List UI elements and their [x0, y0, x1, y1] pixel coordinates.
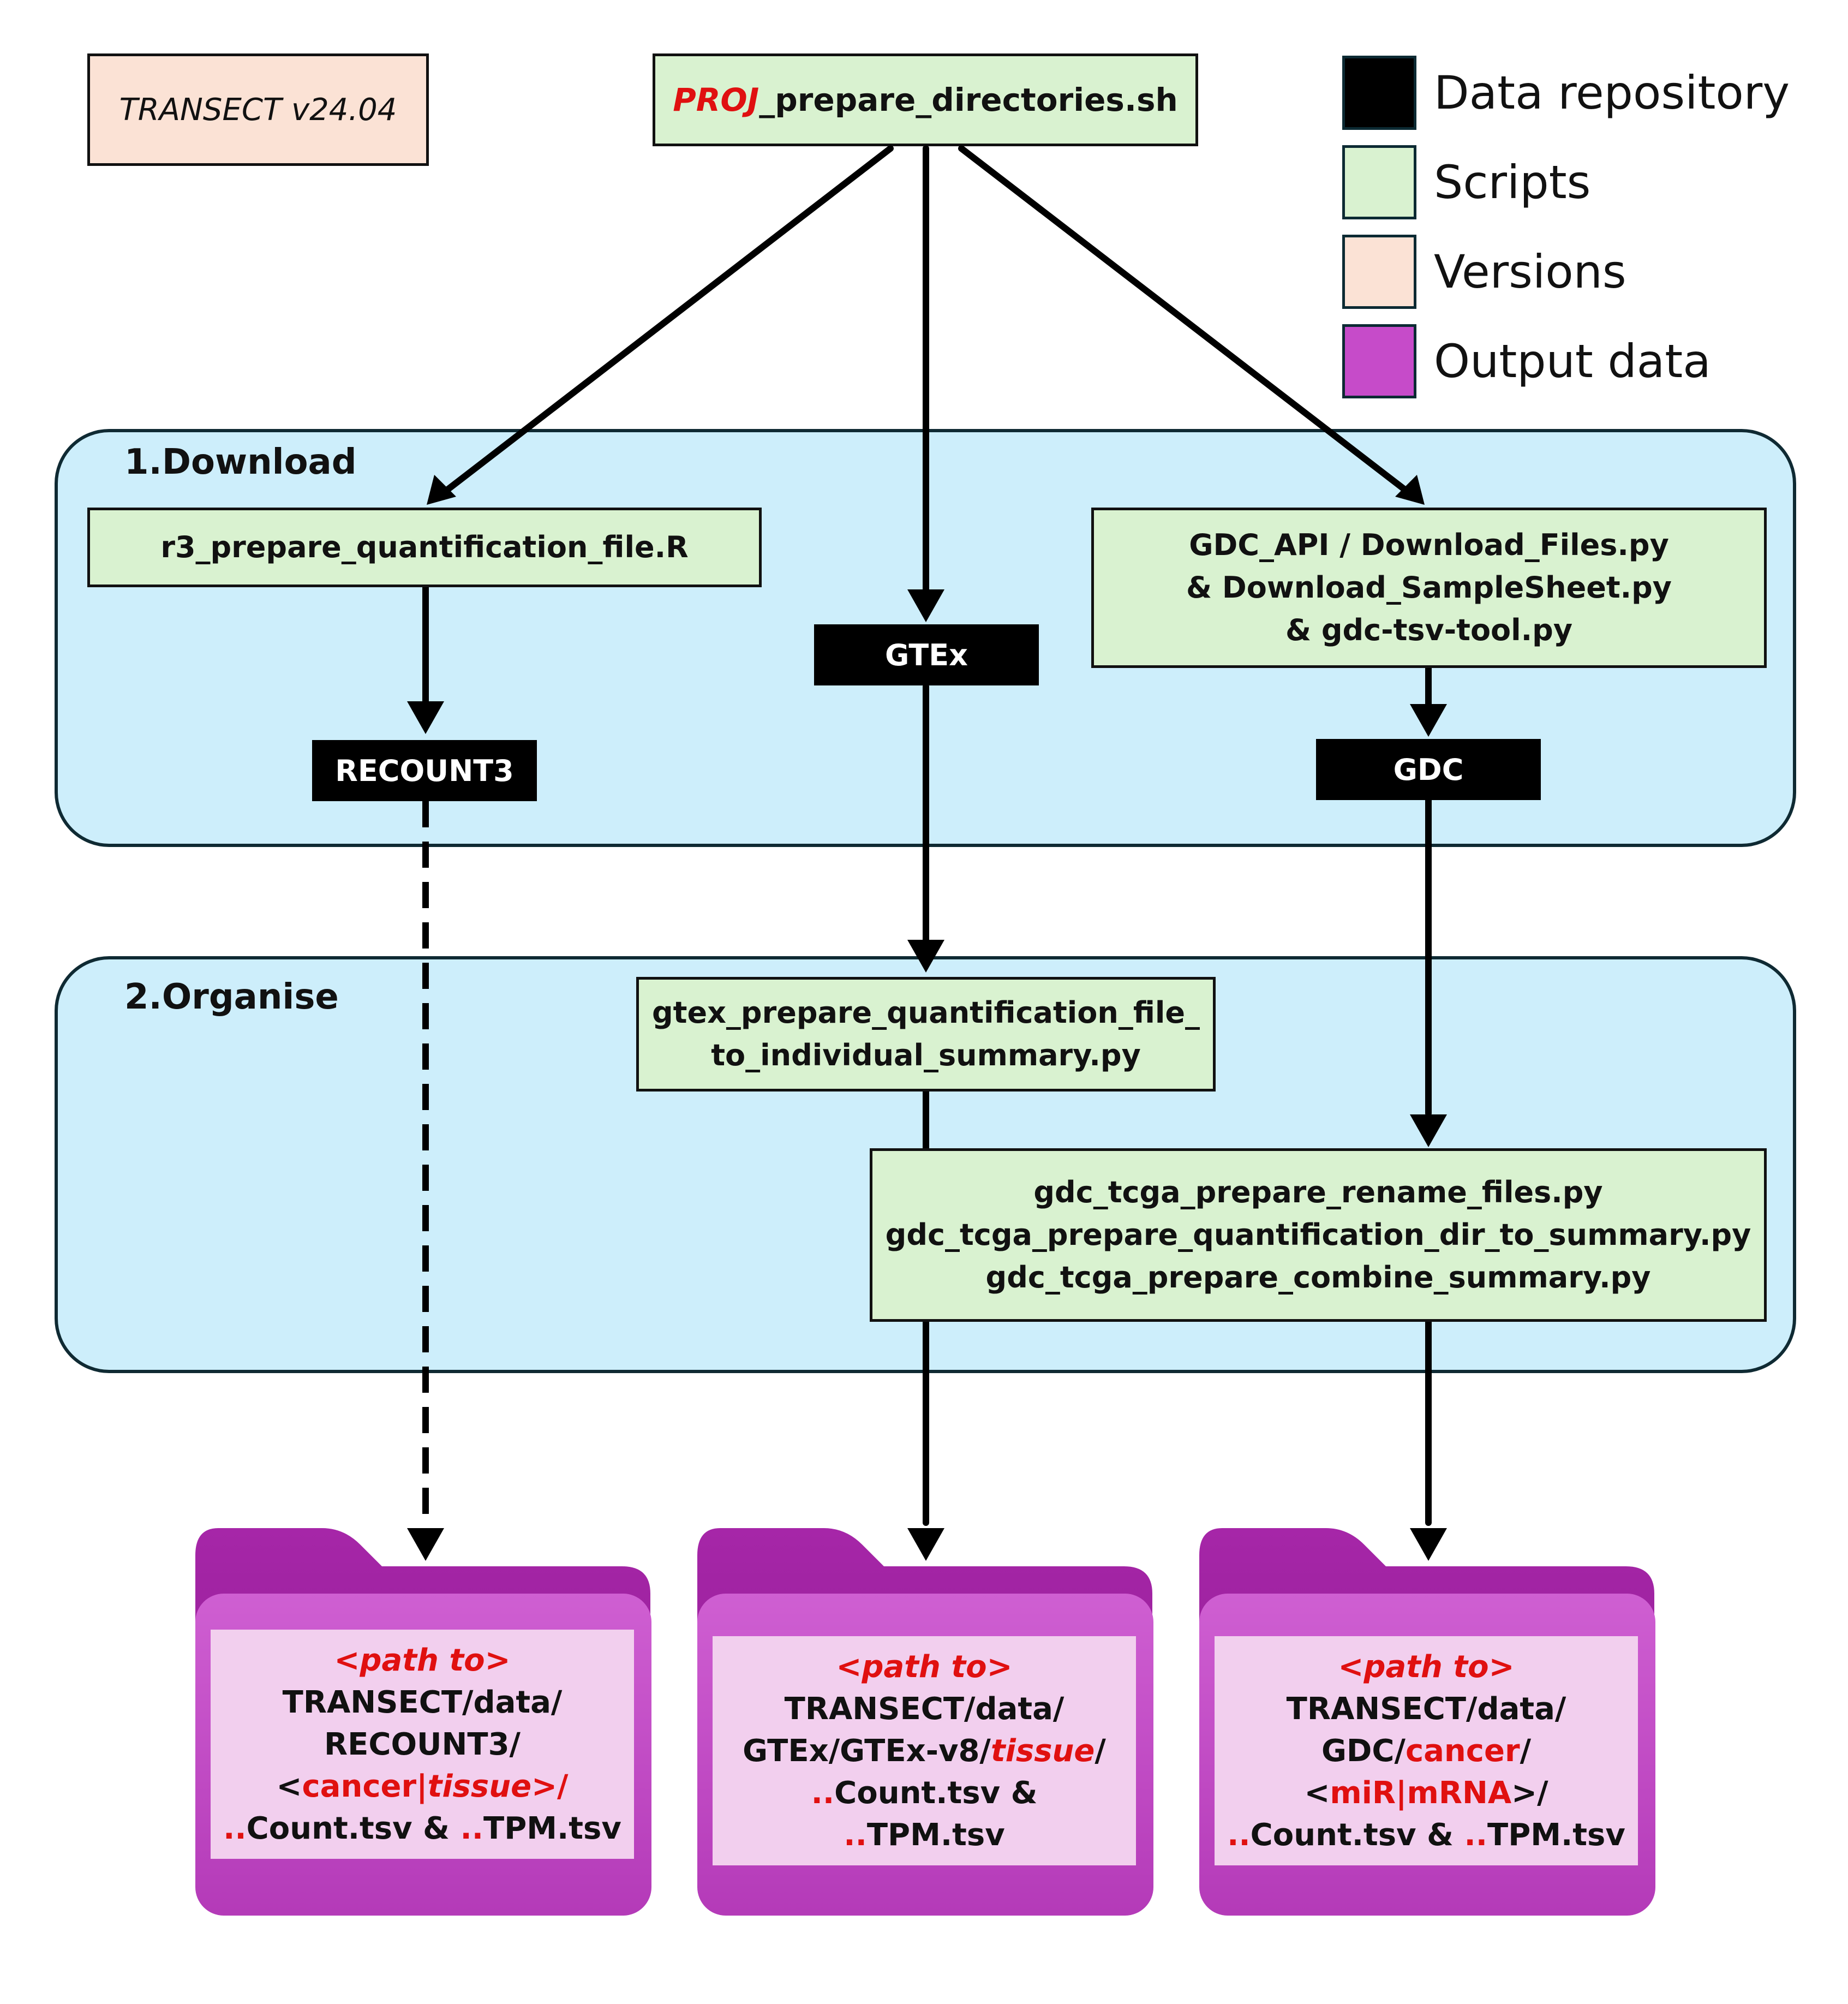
version-box: TRANSECT v24.04	[87, 53, 429, 166]
recount3-line2: RECOUNT3/	[324, 1726, 521, 1762]
arrowhead-gdc-repo	[1410, 704, 1447, 737]
legend-label-repository: Data repository	[1434, 66, 1790, 120]
repo-gdc: GDC	[1316, 739, 1541, 800]
repo-gdc-label: GDC	[1393, 752, 1464, 787]
legend-label-output: Output data	[1434, 335, 1711, 388]
legend-swatch-versions	[1342, 235, 1416, 309]
arrow-top-to-r3	[439, 145, 894, 497]
gdc-api-line-1: GDC_API / Download_Files.py	[1189, 528, 1669, 562]
top-script-label: PROJ_prepare_directories.sh	[673, 79, 1178, 121]
gtex-line1: TRANSECT/data/	[784, 1691, 1064, 1727]
gdc-tcga-script-box: gdc_tcga_prepare_rename_files.py gdc_tcg…	[870, 1148, 1767, 1322]
repo-gtex: GTEx	[814, 624, 1039, 685]
top-script-box: PROJ_prepare_directories.sh	[653, 53, 1198, 146]
arrowhead-gtex-repo	[907, 589, 944, 622]
gdc-path-to: <path to>	[1338, 1649, 1515, 1685]
arrowhead-r3	[427, 475, 456, 505]
r3-script-label: r3_prepare_quantification_file.R	[160, 530, 689, 564]
repo-recount3: RECOUNT3	[312, 740, 537, 801]
output-gtex-label: <path to> TRANSECT/data/ GTEx/GTEx-v8/ti…	[713, 1636, 1136, 1865]
legend-swatch-scripts	[1342, 145, 1416, 219]
output-recount3-label: <path to> TRANSECT/data/ RECOUNT3/ <canc…	[211, 1630, 634, 1859]
gtex-organise-script-box: gtex_prepare_quantification_file_ to_ind…	[636, 977, 1216, 1092]
gdc-api-line-3: & gdc-tsv-tool.py	[1285, 613, 1573, 647]
arrow-top-to-gdc-api	[958, 145, 1414, 497]
gtex-line4: ..TPM.tsv	[844, 1817, 1005, 1853]
gtex-path-to: <path to>	[836, 1649, 1013, 1685]
gdc-tcga-line-3: gdc_tcga_prepare_combine_summary.py	[985, 1260, 1651, 1295]
arrowhead-folder-recount3	[407, 1528, 444, 1561]
recount3-path-to: <path to>	[334, 1642, 511, 1678]
legend-label-scripts: Scripts	[1434, 156, 1591, 209]
arrowhead-gdc-api	[1395, 475, 1425, 505]
gdc-line3: <miR|mRNA>/	[1304, 1775, 1548, 1811]
proj-highlight: PROJ	[673, 81, 759, 118]
repo-recount3-label: RECOUNT3	[335, 753, 514, 788]
gtex-organise-line-2: to_individual_summary.py	[711, 1038, 1141, 1072]
arrowhead-folder-gtex	[907, 1528, 944, 1561]
output-gdc-label: <path to> TRANSECT/data/ GDC/cancer/ <mi…	[1215, 1636, 1638, 1865]
gdc-line1: TRANSECT/data/	[1286, 1691, 1566, 1727]
legend-swatch-output	[1342, 324, 1416, 398]
gtex-line3: ..Count.tsv &	[811, 1775, 1038, 1811]
stage-organise-title: 2.Organise	[124, 977, 339, 1017]
arrowhead-tcga	[1410, 1114, 1447, 1147]
top-script-name: _prepare_directories.sh	[759, 81, 1178, 118]
arrowhead-recount3	[407, 701, 444, 734]
gdc-tcga-line-2: gdc_tcga_prepare_quantification_dir_to_s…	[885, 1218, 1751, 1252]
arrowhead-gtex-script	[907, 940, 944, 973]
gdc-tcga-line-1: gdc_tcga_prepare_rename_files.py	[1033, 1175, 1603, 1209]
version-label: TRANSECT v24.04	[119, 92, 397, 128]
stage-download-title: 1.Download	[124, 442, 357, 482]
gdc-api-line-2: & Download_SampleSheet.py	[1186, 570, 1672, 605]
r3-script-box: r3_prepare_quantification_file.R	[87, 508, 762, 587]
legend-swatch-repository	[1342, 56, 1416, 130]
recount3-line3: <cancer|tissue>/	[276, 1768, 569, 1804]
gdc-api-script-box: GDC_API / Download_Files.py & Download_S…	[1091, 508, 1767, 668]
legend-label-versions: Versions	[1434, 245, 1626, 299]
recount3-line4: ..Count.tsv & ..TPM.tsv	[223, 1810, 621, 1846]
gtex-organise-line-1: gtex_prepare_quantification_file_	[652, 995, 1200, 1030]
gtex-line2: GTEx/GTEx-v8/tissue/	[743, 1733, 1106, 1769]
gdc-line4: ..Count.tsv & ..TPM.tsv	[1227, 1817, 1625, 1853]
repo-gtex-label: GTEx	[885, 637, 968, 672]
recount3-line1: TRANSECT/data/	[282, 1684, 563, 1720]
arrowhead-folder-gdc	[1410, 1528, 1447, 1561]
gdc-line2: GDC/cancer/	[1321, 1733, 1532, 1769]
